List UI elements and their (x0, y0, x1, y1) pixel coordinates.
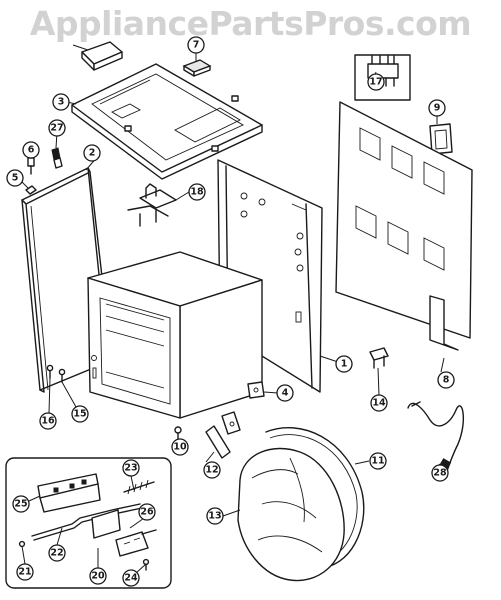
callout-16: 16 (39, 412, 57, 430)
callout-1: 1 (335, 355, 353, 373)
part-5-insulation-pad[interactable] (81, 41, 123, 71)
part-24-screw[interactable] (142, 558, 150, 571)
callout-26: 26 (138, 503, 156, 521)
part-28-power-cord[interactable] (407, 401, 464, 475)
callout-15-label: 15 (73, 409, 86, 420)
part-16-screw[interactable] (46, 364, 54, 379)
callout-1-label: 1 (341, 359, 348, 370)
part-18-thermostat-bracket[interactable] (127, 183, 177, 227)
callout-27: 27 (48, 119, 66, 137)
callout-3: 3 (52, 93, 70, 111)
callout-21: 21 (16, 563, 34, 581)
callout-10: 10 (171, 438, 189, 456)
callout-20-label: 20 (91, 571, 105, 582)
callout-12-label: 12 (205, 465, 218, 476)
part-21-small-screw[interactable] (18, 540, 26, 548)
part-6-screw[interactable] (27, 157, 35, 175)
callout-10-label: 10 (173, 442, 187, 453)
callout-18-label: 18 (190, 187, 204, 198)
part-8-back-panel[interactable] (335, 101, 473, 351)
callout-20: 20 (89, 567, 107, 585)
callout-12: 12 (203, 461, 221, 479)
part-26-latch-cover[interactable] (91, 509, 121, 539)
callout-7: 7 (187, 36, 205, 54)
callout-17: 17 (367, 73, 385, 91)
callout-24: 24 (122, 569, 140, 587)
callout-28-label: 28 (433, 468, 447, 479)
part-9-gasket[interactable] (429, 123, 453, 155)
callout-6: 6 (22, 141, 40, 159)
callout-11-label: 11 (371, 456, 384, 467)
part-13-insulation[interactable] (237, 447, 345, 582)
callout-23-label: 23 (124, 463, 137, 474)
part-20-latch-switch[interactable] (115, 529, 157, 557)
callout-28: 28 (431, 464, 449, 482)
part-3-top-panel[interactable] (71, 63, 263, 180)
part-5-screw[interactable] (25, 185, 37, 195)
callout-8-label: 8 (443, 375, 450, 386)
callout-14: 14 (370, 394, 388, 412)
callout-13: 13 (206, 507, 224, 525)
oven-cavity (87, 251, 263, 419)
callout-25-label: 25 (14, 499, 27, 510)
callout-7-label: 7 (193, 40, 200, 51)
part-14-hinge-receiver[interactable] (369, 347, 389, 369)
callout-3-label: 3 (58, 97, 65, 108)
callout-4: 4 (276, 384, 294, 402)
callout-5: 5 (6, 169, 24, 187)
part-23-spring[interactable] (123, 479, 155, 495)
callout-16-label: 16 (41, 416, 55, 427)
callout-9: 9 (428, 99, 446, 117)
callout-13-label: 13 (208, 511, 221, 522)
callout-5-label: 5 (12, 173, 19, 184)
part-7-small-pad[interactable] (182, 59, 212, 77)
callout-22-label: 22 (50, 548, 63, 559)
callout-2-label: 2 (89, 148, 96, 159)
callout-11: 11 (369, 452, 387, 470)
callout-23: 23 (122, 459, 140, 477)
callout-14-label: 14 (372, 398, 386, 409)
part-12-hinge[interactable] (205, 411, 241, 459)
callout-2: 2 (83, 144, 101, 162)
callout-18: 18 (188, 183, 206, 201)
callout-9-label: 9 (434, 103, 441, 114)
callout-25: 25 (12, 495, 30, 513)
callout-22: 22 (48, 544, 66, 562)
watermark-text: AppliancePartsPros.com (29, 4, 472, 43)
callout-27-label: 27 (50, 123, 63, 134)
part-4-bracket[interactable] (247, 381, 265, 399)
part-17-clip-bracket[interactable] (354, 54, 411, 101)
inset-panel (5, 457, 172, 589)
callout-26-label: 26 (140, 507, 154, 518)
part-25-latch-bracket[interactable] (37, 473, 101, 513)
part-10-screw[interactable] (174, 426, 182, 441)
callout-17-label: 17 (369, 77, 382, 88)
callout-8: 8 (437, 371, 455, 389)
callout-24-label: 24 (124, 573, 138, 584)
callout-15: 15 (71, 405, 89, 423)
part-15-screw[interactable] (58, 368, 66, 383)
callout-6-label: 6 (28, 145, 35, 156)
part-27-clip[interactable] (51, 147, 63, 169)
callout-21-label: 21 (18, 567, 31, 578)
callout-4-label: 4 (282, 388, 289, 399)
